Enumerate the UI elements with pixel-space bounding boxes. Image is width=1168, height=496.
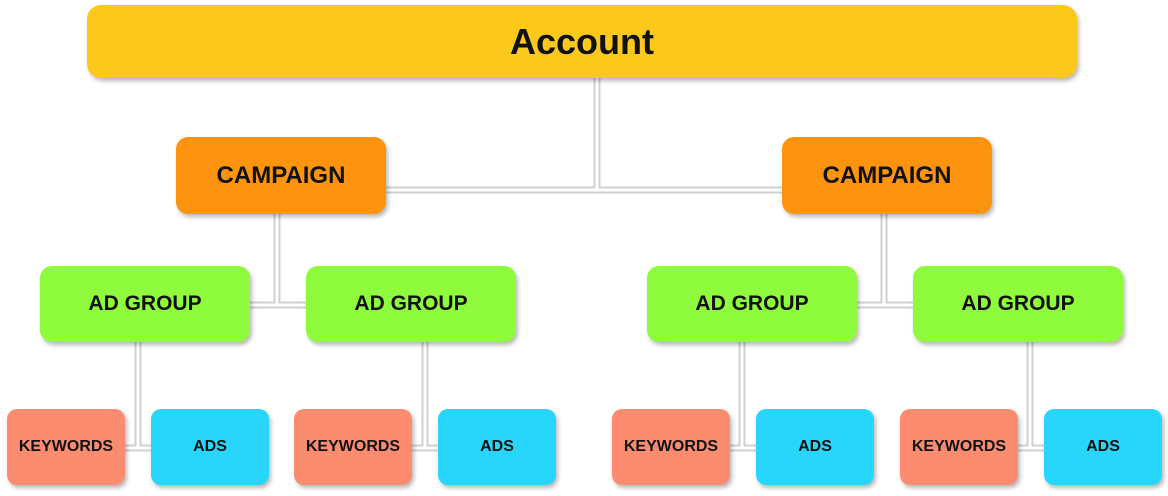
keywords-node-3: KEYWORDS: [612, 409, 730, 485]
keywords-node-2: KEYWORDS: [294, 409, 412, 485]
ad-group-label: AD GROUP: [354, 292, 468, 315]
keywords-label: KEYWORDS: [18, 438, 114, 455]
ad-group-label: AD GROUP: [88, 292, 202, 315]
ads-node-3: ADS: [756, 409, 874, 485]
ads-node-4: ADS: [1044, 409, 1162, 485]
ads-node-1: ADS: [151, 409, 269, 485]
ad-group-node-4: AD GROUP: [913, 266, 1123, 342]
campaign-node-right: CAMPAIGN: [782, 137, 992, 214]
keywords-node-4: KEYWORDS: [900, 409, 1018, 485]
keywords-node-1: KEYWORDS: [7, 409, 125, 485]
ads-label: ADS: [480, 438, 514, 455]
account-node: Account: [87, 5, 1077, 78]
ads-label: ADS: [798, 438, 832, 455]
ads-label: ADS: [193, 438, 227, 455]
ads-label: ADS: [1086, 438, 1120, 455]
campaign-label: CAMPAIGN: [822, 161, 952, 189]
account-label: Account: [510, 20, 654, 62]
keywords-label: KEYWORDS: [911, 438, 1007, 455]
ad-group-node-3: AD GROUP: [647, 266, 857, 342]
campaign-label: CAMPAIGN: [216, 161, 346, 189]
keywords-label: KEYWORDS: [305, 438, 401, 455]
campaign-node-left: CAMPAIGN: [176, 137, 386, 214]
keywords-label: KEYWORDS: [623, 438, 719, 455]
ad-group-label: AD GROUP: [961, 292, 1075, 315]
ad-group-node-2: AD GROUP: [306, 266, 516, 342]
ad-group-node-1: AD GROUP: [40, 266, 250, 342]
ads-node-2: ADS: [438, 409, 556, 485]
ad-group-label: AD GROUP: [695, 292, 809, 315]
